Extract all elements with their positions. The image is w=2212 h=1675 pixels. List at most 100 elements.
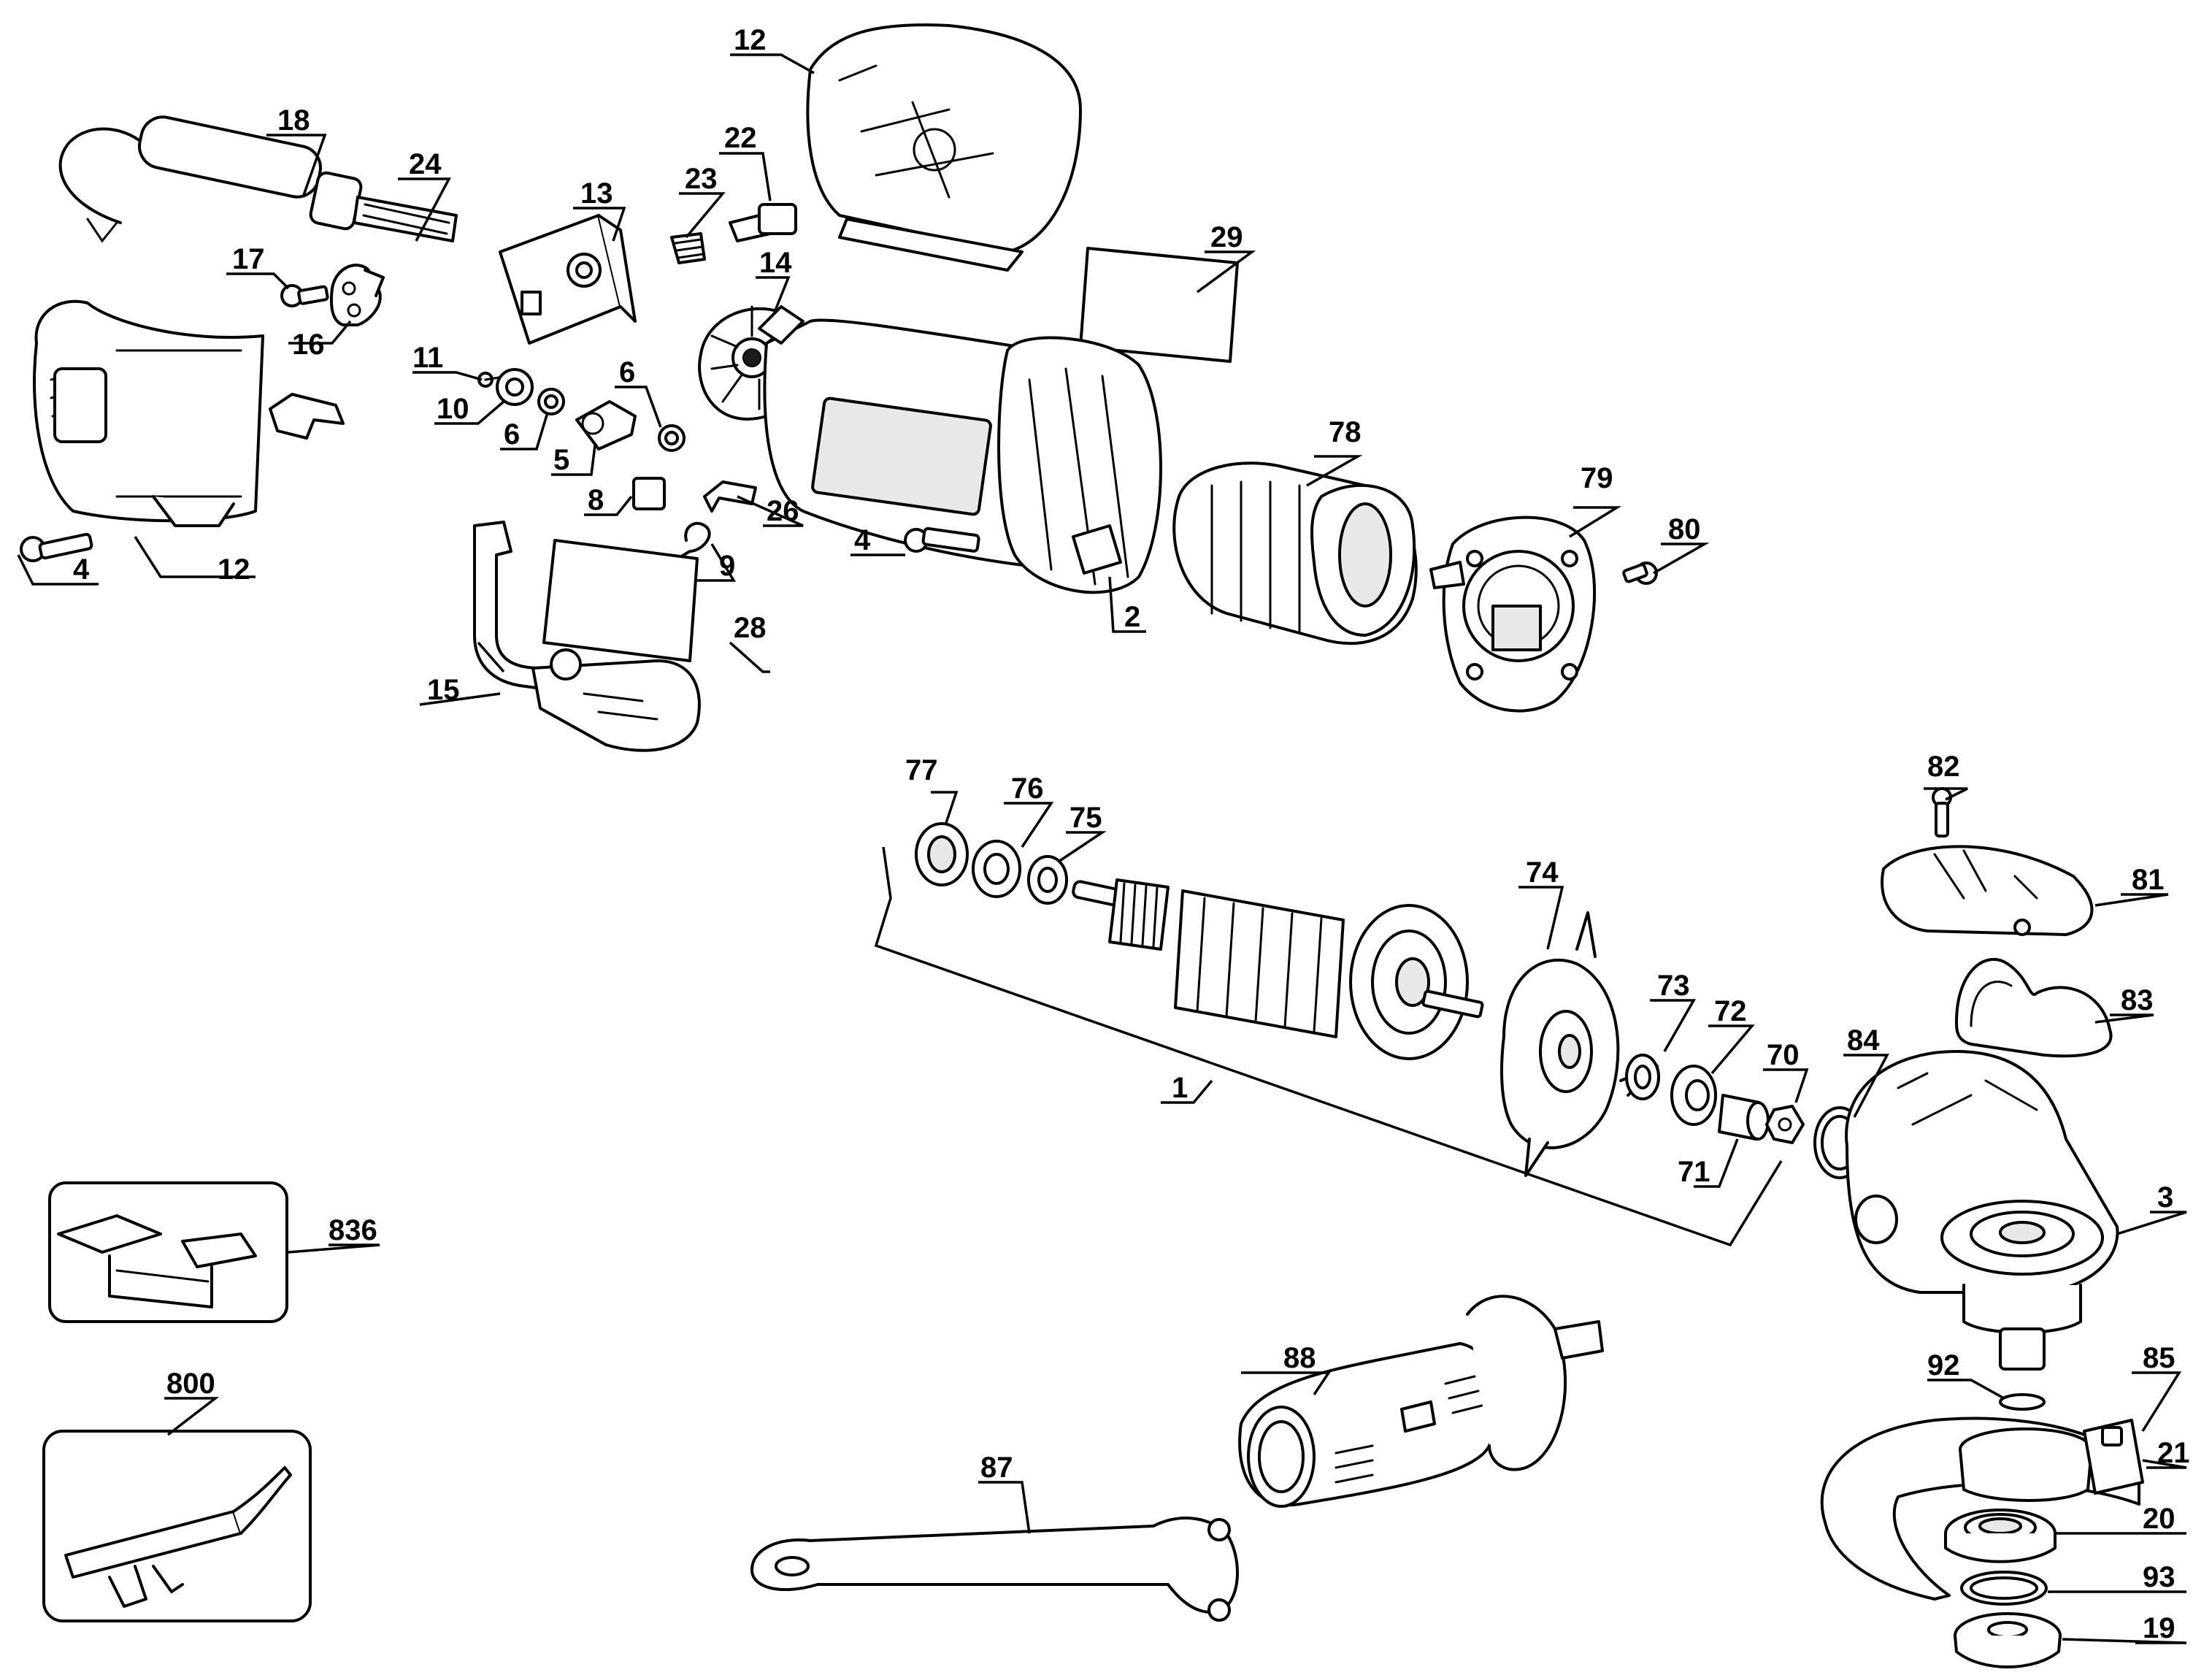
callout-12-left: 12 [218, 553, 250, 586]
part-73-washer [1625, 1054, 1660, 1100]
callout-4-left: 4 [73, 553, 90, 586]
part-92-o-ring [1999, 1393, 2046, 1411]
part-18-power-cord [58, 115, 458, 243]
callout-93: 93 [2143, 1561, 2175, 1593]
part-armature [1072, 878, 1484, 1060]
part-84-screw [1932, 787, 1952, 838]
callout-8: 8 [588, 484, 604, 516]
part-80-screw [1622, 561, 1658, 585]
part-4-screw-left [20, 532, 93, 562]
part-26-clip [703, 480, 757, 513]
part-28-label [542, 539, 699, 662]
callout-88: 88 [1283, 1342, 1316, 1374]
part-6-washer [537, 388, 565, 415]
callout-13: 13 [580, 177, 613, 210]
callout-5: 5 [553, 444, 569, 476]
callout-79: 79 [1581, 462, 1613, 494]
callout-24: 24 [409, 148, 442, 180]
part-21-wheel-guard [1820, 1417, 2144, 1601]
part-78-stator [1172, 461, 1418, 645]
part-19-outer-flange [1954, 1612, 2062, 1668]
callout-6-left: 6 [504, 418, 520, 451]
callout-85: 85 [2143, 1342, 2175, 1374]
part-79-end-plate [1429, 515, 1597, 713]
callout-836: 836 [329, 1214, 377, 1246]
callout-11: 11 [412, 342, 443, 374]
callout-23: 23 [685, 163, 718, 195]
part-17-screw [280, 284, 329, 307]
callout-6-right: 6 [619, 356, 635, 388]
callout-2: 2 [1124, 601, 1140, 633]
callout-labels: 12 18 24 22 23 13 29 17 14 16 11 6 10 6 … [73, 24, 2190, 1644]
part-76-bearing [972, 840, 1021, 898]
callout-75: 75 [1069, 802, 1102, 834]
callout-82: 84 [1847, 1024, 1880, 1057]
part-75-washer [1027, 855, 1068, 905]
part-71-spacer [1718, 1094, 1770, 1141]
part-9-spring [670, 521, 711, 564]
callout-28: 28 [734, 612, 767, 644]
part-16-cord-clamp [329, 264, 385, 326]
callout-92: 92 [1927, 1349, 1960, 1381]
callout-26: 26 [767, 495, 799, 527]
part-15-trigger-lever [473, 521, 701, 752]
part-81-gasket [1955, 958, 2113, 1058]
part-74-baffle [1500, 911, 1659, 1177]
part-4-screw-middle [904, 526, 980, 553]
part-72-bearing [1670, 1065, 1717, 1126]
part-93-o-ring [1960, 1571, 2048, 1606]
callout-1: 1 [1172, 1072, 1188, 1104]
part-12-rear-housing-left [33, 299, 264, 527]
callout-14: 14 [759, 247, 792, 279]
part-83-gear-cover [1881, 845, 2094, 936]
callout-3: 3 [2157, 1181, 2173, 1214]
part-836-kit-box [48, 1181, 288, 1323]
part-13-switch [499, 214, 637, 345]
callout-83: 81 [2132, 864, 2165, 896]
part-12-housing-top [806, 23, 1082, 272]
callout-20: 20 [2143, 1503, 2175, 1535]
leader-lines [17, 53, 2187, 1644]
part-70-nut [1765, 1105, 1805, 1144]
callout-21: 21 [2157, 1437, 2190, 1469]
part-3-gear-case [1845, 1050, 2119, 1371]
callout-70: 70 [1767, 1039, 1800, 1071]
part-20-inner-flange [1944, 1509, 2057, 1563]
part-88-side-handle [1238, 1295, 1604, 1508]
part-23-spring [670, 232, 706, 264]
callout-74: 74 [1526, 856, 1559, 889]
part-clip [269, 393, 345, 440]
callout-76: 76 [1011, 773, 1044, 805]
callout-78: 78 [1329, 416, 1362, 448]
part-29-label [1079, 247, 1239, 363]
callout-71: 71 [1678, 1156, 1710, 1188]
callout-17: 17 [232, 243, 265, 275]
callout-15: 15 [427, 674, 460, 706]
callout-19: 19 [2143, 1612, 2175, 1644]
part-8-brush [632, 477, 666, 510]
part-77-bearing [915, 822, 969, 886]
callout-80: 80 [1668, 513, 1701, 545]
callout-72: 72 [1714, 995, 1747, 1027]
callout-77: 77 [905, 754, 938, 786]
callout-18: 18 [277, 104, 310, 137]
callout-9: 9 [719, 550, 735, 582]
callout-10: 10 [437, 393, 469, 425]
callout-84: 82 [1927, 751, 1960, 783]
part-22-lock-pin [729, 203, 797, 242]
part-2-motor-housing [758, 305, 1162, 594]
part-5-brush-holder [575, 400, 637, 451]
callout-16: 16 [292, 329, 325, 361]
callout-12-top: 12 [734, 24, 767, 56]
part-800-tool-box [42, 1430, 312, 1622]
callout-73: 73 [1657, 970, 1690, 1002]
part-10-bearing [496, 368, 534, 406]
part-87-spanner-wrench [750, 1517, 1239, 1622]
callout-800: 800 [166, 1368, 215, 1400]
callout-29: 29 [1210, 221, 1243, 253]
callout-87: 87 [980, 1452, 1013, 1484]
callout-4-middle: 4 [854, 524, 871, 556]
callout-22: 22 [724, 122, 757, 154]
callout-81: 83 [2121, 984, 2154, 1016]
